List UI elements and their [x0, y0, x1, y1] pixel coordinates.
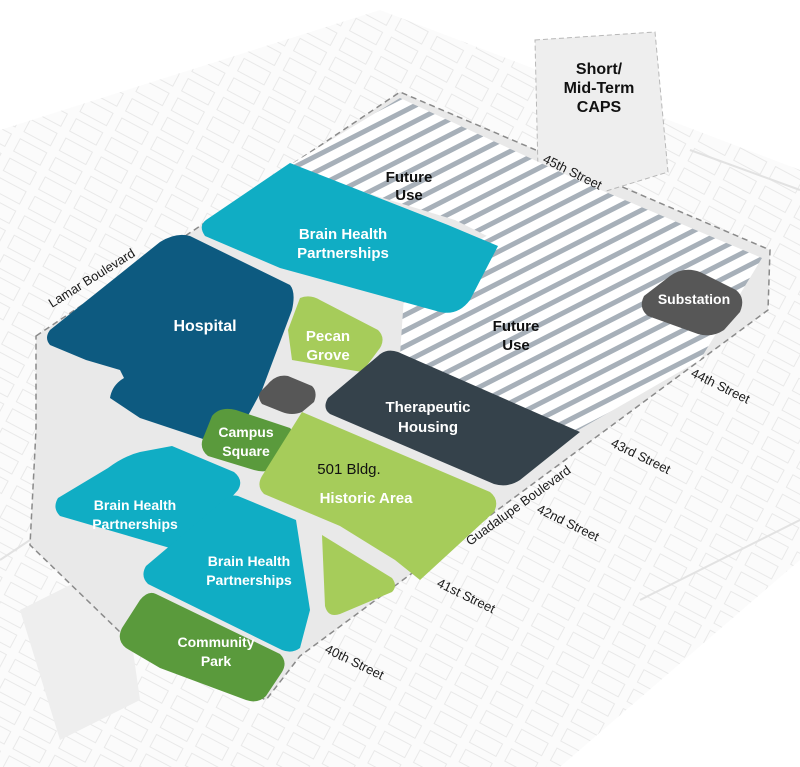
- hospital-zone: [47, 234, 294, 443]
- community-park-label-line1: Community: [178, 634, 255, 650]
- campus-square-label-line2: Square: [222, 443, 270, 459]
- caps-parcel: [534, 31, 669, 197]
- brain-health-west-label-line2: Partnerships: [92, 516, 178, 532]
- pecan-grove-label-line2: Grove: [306, 347, 349, 364]
- community-park-label-line2: Park: [201, 653, 232, 669]
- therapeutic-housing-label-line2: Housing: [398, 419, 458, 436]
- caps-label-line3: CAPS: [577, 99, 622, 116]
- caps-label-line1: Short/: [576, 61, 623, 78]
- campus-square-zone: [201, 408, 295, 472]
- future-use-north-label-line2: Use: [395, 187, 423, 204]
- therapeutic-housing-zone: [325, 350, 580, 486]
- future-use-north-zone: [285, 98, 582, 245]
- therapeutic-housing-label-line1: Therapeutic: [385, 399, 470, 416]
- brain-health-south-zone: [143, 495, 310, 652]
- caps-label-line2: Mid-Term: [564, 80, 635, 97]
- future-use-north-label-line1: Future: [386, 169, 433, 186]
- historic-area-label: Historic Area: [320, 490, 413, 507]
- brain-health-west-zone: [55, 446, 241, 550]
- substation-label: Substation: [658, 291, 730, 307]
- open-space-triangle: [322, 535, 395, 615]
- brain-health-west-label-line1: Brain Health: [94, 497, 176, 513]
- utility-block: [259, 375, 316, 414]
- brain-health-north-label-line1: Brain Health: [299, 226, 387, 243]
- brain-health-south-label-line1: Brain Health: [208, 553, 290, 569]
- campus-square-label-line1: Campus: [218, 424, 273, 440]
- brain-health-north-label-line2: Partnerships: [297, 245, 389, 262]
- future-use-east-label-line2: Use: [502, 337, 530, 354]
- brain-health-south-label-line2: Partnerships: [206, 572, 292, 588]
- historic-area-zone: [259, 412, 497, 580]
- bldg-501-label: 501 Bldg.: [317, 461, 380, 478]
- substation-zone: [641, 269, 743, 336]
- pecan-grove-label-line1: Pecan: [306, 328, 350, 345]
- hospital-label: Hospital: [173, 318, 236, 335]
- zone-labels: Short/ Mid-Term CAPS Future Use Future U…: [92, 61, 730, 669]
- brain-health-north-zone: [201, 163, 498, 313]
- pecan-grove-zone: [288, 296, 383, 372]
- future-use-east-label-line1: Future: [493, 318, 540, 335]
- community-park-zone: [119, 592, 285, 702]
